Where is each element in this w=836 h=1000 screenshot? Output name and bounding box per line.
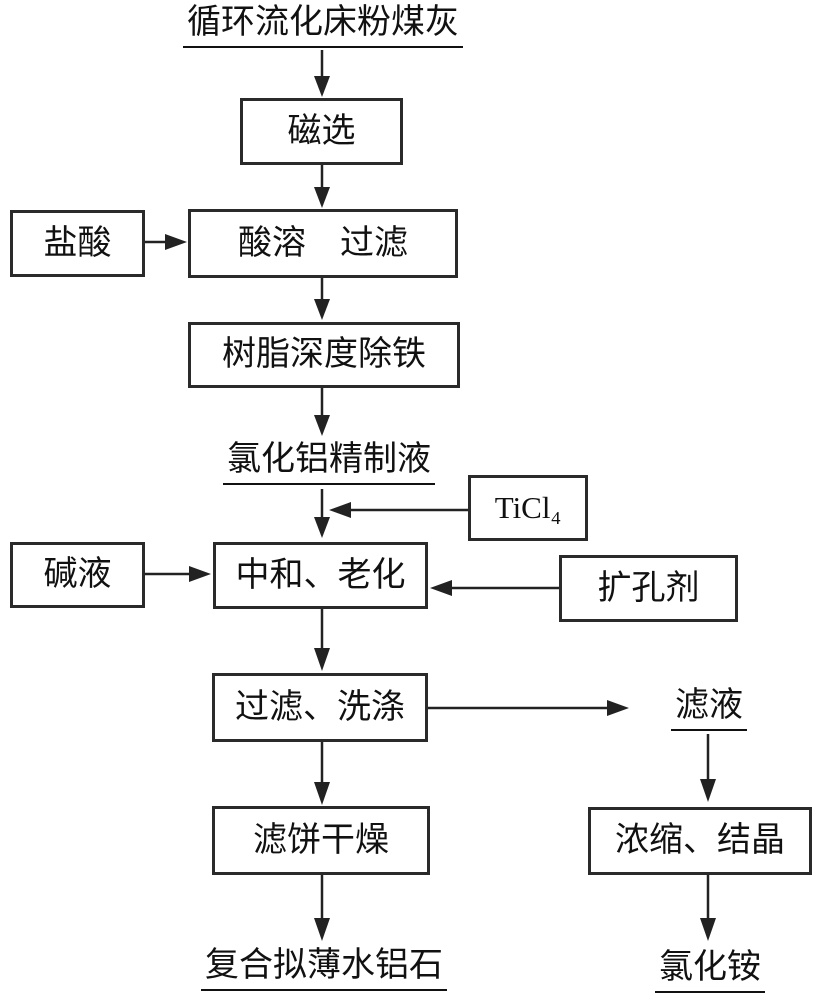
- arrow-hcl-to-aciddissolve: [145, 234, 187, 250]
- arrow-source-to-magnetic: [314, 50, 330, 97]
- label-composite-pseudoboehmite: 复合拟薄水铝石: [196, 946, 452, 992]
- arrow-filterwash-to-filtrate: [428, 700, 629, 716]
- node-acid-dissolve-filter-label: 酸溶 过滤: [238, 224, 408, 262]
- node-alkali-solution: 碱液: [10, 542, 145, 608]
- node-hydrochloric-acid-label: 盐酸: [43, 224, 112, 262]
- node-filter-wash: 过滤、洗涤: [212, 673, 428, 742]
- node-pore-expanding-agent-label: 扩孔剂: [597, 569, 700, 607]
- arrow-filterwash-to-cakedrying: [314, 742, 330, 805]
- label-filtrate: 滤液: [662, 686, 756, 732]
- arrow-magnetic-to-aciddissolve: [314, 165, 330, 208]
- arrow-concentrate-to-ammonium: [700, 875, 716, 941]
- node-filter-cake-drying-label: 滤饼干燥: [253, 821, 389, 859]
- label-aluminum-chloride-refined-liquid-text: 氯化铝精制液: [223, 440, 435, 486]
- label-ammonium-chloride-text: 氯化铵: [655, 948, 765, 994]
- arrow-alkali-to-neutralize: [145, 566, 211, 582]
- label-source-material-text: 循环流化床粉煤灰: [183, 3, 463, 49]
- node-ticl4-label: TiCl₄: [494, 489, 562, 525]
- node-filter-wash-label: 过滤、洗涤: [235, 688, 405, 726]
- label-filtrate-text: 滤液: [671, 686, 747, 732]
- node-pore-expanding-agent: 扩孔剂: [559, 555, 738, 622]
- arrow-refinedliquid-to-neutralize: [314, 489, 330, 538]
- node-filter-cake-drying: 滤饼干燥: [212, 806, 430, 875]
- node-neutralize-age-label: 中和、老化: [235, 556, 406, 594]
- node-resin-deep-iron-removal-label: 树脂深度除铁: [222, 336, 426, 374]
- node-alkali-solution-label: 碱液: [43, 556, 112, 594]
- arrow-aciddissolve-to-resin: [314, 278, 330, 320]
- node-neutralize-age: 中和、老化: [213, 542, 428, 609]
- label-ammonium-chloride: 氯化铵: [650, 948, 770, 994]
- label-composite-pseudoboehmite-text: 复合拟薄水铝石: [201, 946, 447, 992]
- arrow-resin-to-refinedliquid: [314, 388, 330, 436]
- node-acid-dissolve-filter: 酸溶 过滤: [188, 209, 458, 278]
- label-aluminum-chloride-refined-liquid: 氯化铝精制液: [211, 440, 447, 486]
- node-hydrochloric-acid: 盐酸: [10, 210, 145, 277]
- arrow-neutralize-to-filterwash: [314, 609, 330, 671]
- node-resin-deep-iron-removal: 树脂深度除铁: [188, 322, 460, 388]
- node-magnetic-separation: 磁选: [240, 98, 403, 165]
- node-ticl4: TiCl₄: [468, 475, 588, 541]
- arrow-ticl4-to-mainline: [329, 502, 468, 518]
- arrow-cakedrying-to-product: [314, 875, 330, 941]
- node-concentrate-crystallize-label: 浓缩、结晶: [615, 822, 785, 860]
- node-concentrate-crystallize: 浓缩、结晶: [588, 807, 812, 875]
- node-magnetic-separation-label: 磁选: [287, 112, 356, 150]
- arrow-filtrate-to-concentrate: [700, 734, 716, 802]
- arrow-poreagent-to-neutralize: [430, 580, 559, 596]
- label-source-material: 循环流化床粉煤灰: [181, 3, 465, 49]
